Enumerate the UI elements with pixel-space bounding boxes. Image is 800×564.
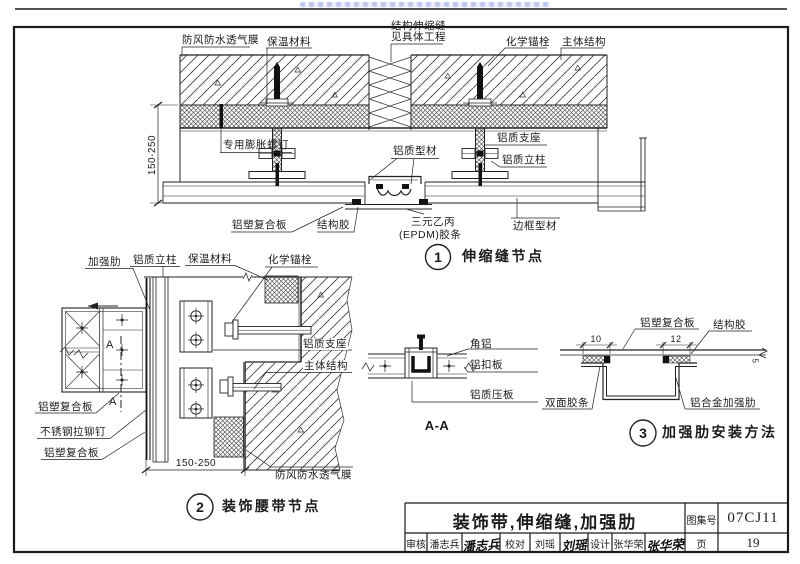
dim-5: 5 [750, 358, 760, 364]
label-rib: 加强肋 [88, 256, 121, 268]
label-epdm-line2: (EPDM)胶条 [399, 229, 462, 241]
label-chemical-anchor: 化学锚栓 [506, 36, 550, 48]
dim-12: 12 [670, 334, 682, 344]
label-alu-pressing-plate: 铝质压板 [470, 389, 514, 401]
label-chemical-anchor-2: 化学锚栓 [268, 254, 312, 266]
sheet-title: 装饰带,伸缩缝,加强肋 [452, 513, 638, 532]
label-alu-mullion-2: 铝质立柱 [133, 254, 177, 266]
label-alu-buckle-plate: 铝扣板 [470, 359, 503, 371]
label-structural-sealant: 结构胶 [317, 219, 350, 231]
label-double-sided-tape: 双面胶条 [545, 397, 589, 409]
review-signature: 潘志兵 [461, 537, 501, 555]
label-acp-panel: 铝塑复合板 [232, 219, 287, 231]
label-alu-mullion: 铝质立柱 [502, 154, 546, 166]
label-expansion-screw: 专用膨胀螺钉 [223, 139, 289, 151]
detail-2-number: 2 [196, 499, 204, 515]
label-main-structure-2: 主体结构 [303, 360, 349, 372]
label-windproof-membrane-2: 防风防水透气膜 [275, 469, 352, 481]
section-mark-a-bottom: A [109, 396, 117, 408]
label-angle-aluminum: 角铝 [470, 338, 492, 350]
label-alu-profile: 铝质型材 [393, 145, 437, 157]
label-structural-joint-line1: 结构伸缩缝 [391, 20, 446, 32]
label-acp-panel-3: 铝塑复合板 [640, 317, 695, 329]
label-insulation-2: 保温材料 [188, 253, 232, 265]
detail-3-number: 3 [639, 425, 647, 441]
faint-blue-watermark [300, 2, 550, 7]
label-acp-panel-top: 铝塑复合板 [38, 401, 93, 413]
label-structural-joint-line2: 见具体工程 [391, 31, 446, 43]
detail-3-caption: 加强肋安装方法 [662, 424, 778, 440]
page-label: 页 [696, 540, 707, 551]
label-windproof-membrane: 防风防水透气膜 [182, 34, 259, 46]
label-stainless-rivet: 不锈钢拉铆钉 [40, 426, 106, 438]
section-aa-caption: A-A [424, 418, 450, 433]
label-structural-sealant-3: 结构胶 [713, 319, 746, 331]
atlas-no-value: 07CJ11 [727, 510, 779, 526]
atlas-no-label: 图集号 [686, 516, 717, 527]
label-insulation: 保温材料 [267, 36, 311, 48]
review-name: 潘志兵 [429, 540, 460, 551]
dim-150-250-horizontal: 150-250 [175, 458, 217, 469]
label-alu-support: 铝质支座 [497, 132, 541, 144]
label-acp-panel-bottom: 铝塑复合板 [44, 447, 99, 459]
proof-label: 校对 [505, 540, 525, 551]
detail-1-caption: 伸缩缝节点 [462, 248, 545, 264]
design-signature: 张华荣 [645, 537, 685, 555]
label-epdm-line1: 三元乙丙 [411, 216, 455, 228]
label-edge-frame-profile: 边框型材 [513, 220, 557, 232]
review-label: 审核 [406, 540, 426, 551]
detail-2-caption: 装饰腰带节点 [222, 498, 321, 514]
proof-signature: 刘瑶 [561, 538, 588, 554]
design-label: 设计 [590, 540, 610, 551]
page-number: 19 [746, 535, 760, 550]
proof-name: 刘瑶 [535, 540, 555, 551]
label-alu-support-2: 铝质支座 [302, 338, 348, 350]
section-mark-a-top: A [106, 339, 114, 351]
dim-150-250-vertical: 150-250 [147, 134, 158, 176]
design-name: 张华荣 [613, 540, 644, 551]
label-main-structure: 主体结构 [562, 36, 606, 48]
dim-10: 10 [590, 334, 602, 344]
detail-1-number: 1 [434, 248, 442, 265]
label-alu-alloy-rib: 铝合金加强肋 [690, 397, 756, 409]
